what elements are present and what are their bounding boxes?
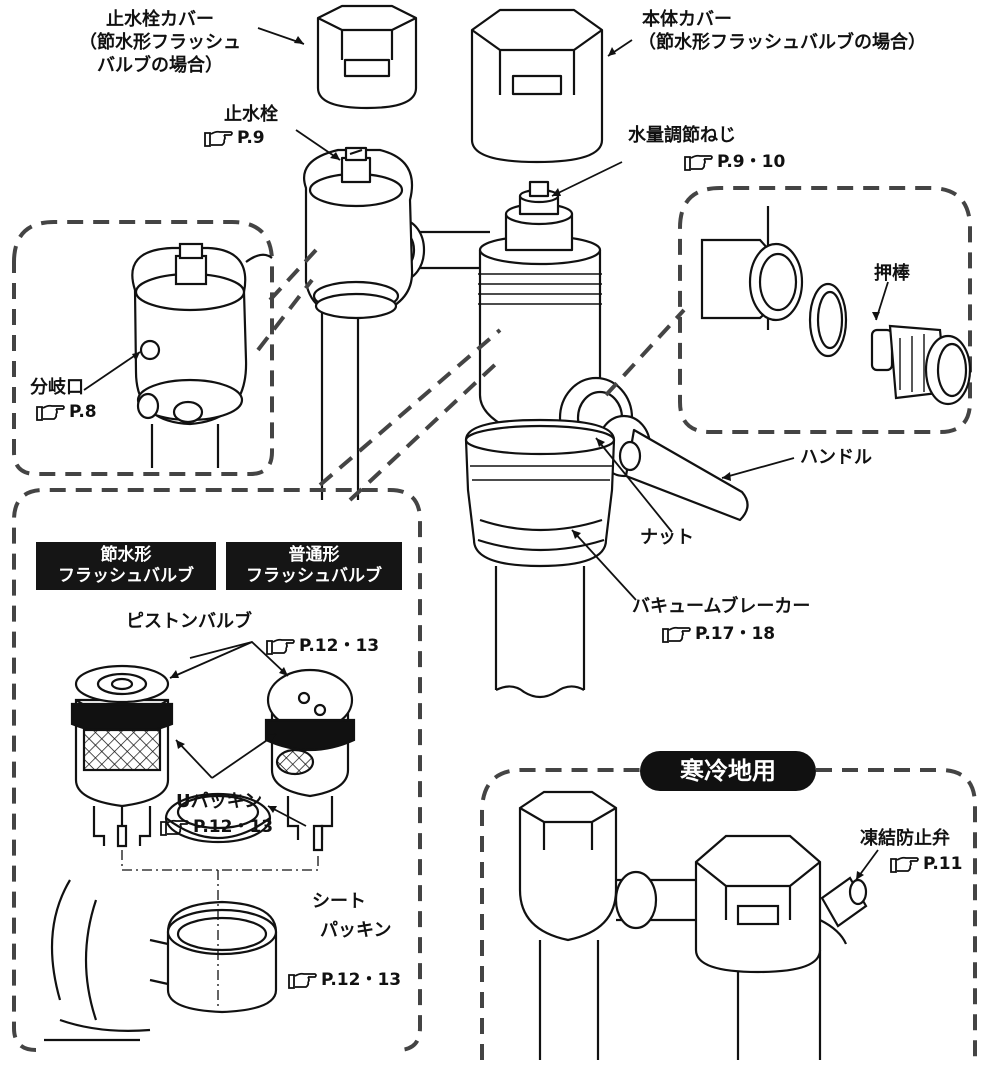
water-saving-line-2: フラッシュバルブ (58, 566, 194, 586)
body-cover-line-2: （節水形フラッシュバルブの場合） (638, 32, 926, 53)
vacuum-breaker-label: バキュームブレーカー (632, 596, 811, 617)
stop-valve-cover-line-2: （節水形フラッシュ (79, 32, 241, 53)
antifreeze-page-ref[interactable]: P.11 (890, 854, 962, 874)
cold-region-detail (518, 790, 868, 1060)
water-saving-line-1: 節水形 (100, 545, 152, 565)
pointing-hand-icon (266, 638, 295, 655)
pointing-hand-icon (684, 154, 713, 171)
main-assembly (303, 4, 749, 699)
piston-valve-label: ピストンバルブ (126, 611, 252, 632)
nut-label: ナット (640, 527, 694, 548)
seat-packing-line-2: パッキン (320, 920, 392, 941)
stop-valve-label: 止水栓 (224, 104, 278, 125)
antifreeze-valve-label: 凍結防止弁 (860, 828, 950, 849)
seat-packing-page-ref[interactable]: P.12・13 (288, 970, 401, 990)
body-cover-line-1: 本体カバー (642, 9, 732, 30)
stop-valve-page-ref[interactable]: P.9 (204, 128, 265, 148)
push-rod-label: 押棒 (874, 263, 910, 284)
piston-valve-detail (44, 664, 356, 1042)
standard-type-header: 普通形 フラッシュバルブ (226, 542, 402, 590)
u-packing-ref-text: P.12・13 (193, 817, 274, 837)
body-cover-label: 本体カバー （節水形フラッシュバルブの場合） (638, 8, 926, 54)
vacuum-breaker-page-ref[interactable]: P.17・18 (662, 624, 775, 644)
antifreeze-ref-text: P.11 (923, 854, 963, 874)
seat-packing-line-1: シート (312, 891, 366, 912)
pointing-hand-icon (204, 130, 233, 147)
handle-label: ハンドル (800, 447, 872, 468)
cold-region-badge: 寒冷地用 (640, 751, 816, 791)
arrowheads (132, 36, 880, 880)
seat-packing-ref-text: P.12・13 (321, 970, 402, 990)
standard-line-1: 普通形 (288, 545, 340, 565)
pointing-hand-icon (890, 856, 919, 873)
push-rod-detail (700, 206, 972, 406)
u-packing-page-ref[interactable]: P.12・13 (160, 817, 273, 837)
water-adjust-page-ref[interactable]: P.9・10 (684, 152, 785, 172)
stop-valve-cover-line-3: バルブの場合） (97, 55, 223, 76)
piston-valve-ref-text: P.12・13 (299, 636, 380, 656)
branch-port-page-ref[interactable]: P.8 (36, 402, 97, 422)
pointing-hand-icon (288, 972, 317, 989)
u-packing-label: Uパッキン (176, 791, 263, 812)
water-saving-type-header: 節水形 フラッシュバルブ (36, 542, 216, 590)
stop-valve-cover-line-1: 止水栓カバー (106, 9, 214, 30)
standard-line-2: フラッシュバルブ (246, 566, 382, 586)
pointing-hand-icon (662, 626, 691, 643)
branch-port-ref-text: P.8 (69, 402, 97, 422)
water-adjust-ref-text: P.9・10 (717, 152, 786, 172)
piston-valve-page-ref[interactable]: P.12・13 (266, 636, 379, 656)
pointing-hand-icon (36, 404, 65, 421)
branch-port-label: 分岐口 (30, 377, 84, 398)
seat-packing-label: シート パッキン (312, 890, 391, 942)
branch-port-detail (131, 242, 273, 468)
stop-valve-cover-label: 止水栓カバー （節水形フラッシュ バルブの場合） (62, 8, 258, 77)
dashed-callouts (12, 186, 977, 1060)
water-adjust-screw-label: 水量調節ねじ (628, 125, 736, 146)
pointing-hand-icon (160, 819, 189, 836)
vacuum-breaker-ref-text: P.17・18 (695, 624, 776, 644)
stop-valve-ref-text: P.9 (237, 128, 265, 148)
